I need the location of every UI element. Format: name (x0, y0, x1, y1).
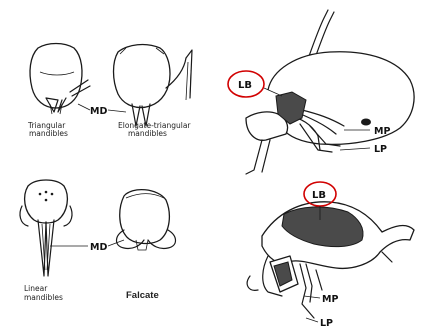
lb-bottom-label: LB (312, 190, 326, 201)
lp-top-leader (340, 148, 370, 150)
falcate-caption: Falcate (126, 290, 159, 301)
md-bottom-label: MD (90, 242, 107, 253)
mp-bottom-leader (304, 296, 320, 298)
lp-top-label: LP (374, 144, 387, 155)
lp-bottom-leader (306, 318, 318, 322)
linear-caption-line1: Linear (24, 284, 48, 293)
elongate-caption-line2: mandibles (128, 129, 167, 138)
elongate-triangular-mandibles-figure (114, 45, 193, 126)
linear-caption-line2: mandibles (24, 293, 63, 302)
md-top-leader-left (78, 104, 90, 110)
mp-top-label: MP (374, 126, 390, 137)
lateral-head-figure-top (246, 10, 414, 174)
triangular-mandibles-figure (30, 44, 90, 115)
md-top-label: MD (90, 106, 107, 117)
linear-mandibles-figure (20, 180, 72, 276)
triangular-caption-line2: mandibles (29, 129, 68, 138)
lb-top-label: LB (238, 80, 252, 91)
lp-bottom-label: LP (320, 318, 333, 329)
mp-bottom-label: MP (322, 294, 338, 305)
falcate-mandibles-figure (117, 190, 176, 250)
md-top-leader-right (108, 110, 126, 112)
